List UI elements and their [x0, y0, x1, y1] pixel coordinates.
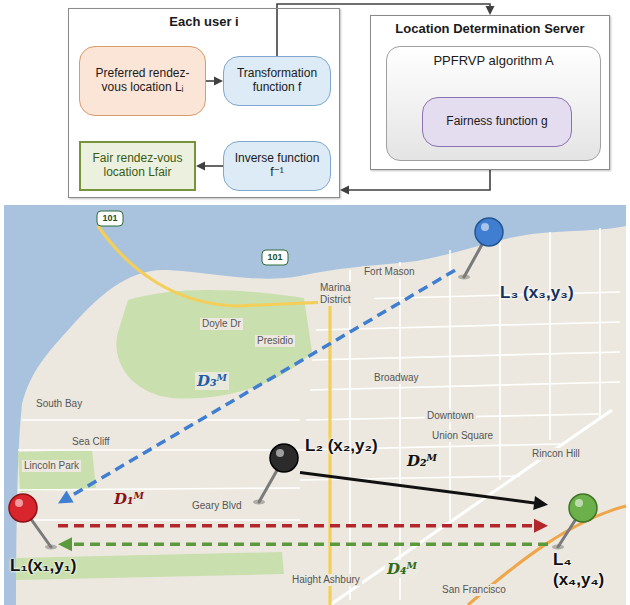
place-name: Geary Blvd — [190, 500, 243, 512]
map-pin: L₃ (x₃,y₃) — [455, 215, 505, 280]
park-area — [116, 290, 312, 399]
place-name: Presidio — [255, 335, 295, 347]
pin-highlight — [481, 223, 489, 231]
function-box: Inverse function f⁻¹ — [223, 141, 331, 191]
arrowhead — [58, 490, 74, 503]
panel-heading: Location Determination Server — [371, 16, 609, 37]
panel-heading: PPFRVP algorithm A — [387, 47, 600, 69]
flow-arrow — [196, 162, 223, 171]
function-box: Transformation function f — [223, 56, 331, 106]
place-name: Sea Cliff — [70, 436, 112, 448]
connector-line — [202, 165, 223, 167]
place-name: Marina District — [318, 282, 374, 306]
arrowhead — [486, 6, 495, 15]
location-box: Preferred rendez-vous location Lᵢ — [79, 46, 206, 116]
result-box: Fair rendez-vous location Lfair — [79, 141, 196, 191]
point-label: L₃ (x₃,y₃) — [500, 283, 610, 303]
distance-label: D₁ᴹ — [112, 490, 146, 508]
place-name: Fort Mason — [362, 266, 417, 278]
connector-line — [300, 473, 538, 504]
arrowhead — [196, 162, 205, 171]
pin-icon — [250, 440, 300, 505]
panel-heading: Each user i — [69, 9, 339, 30]
street-grid — [18, 228, 620, 600]
point-label: L₄ (x₄,y₄) — [553, 550, 625, 589]
route-shield — [262, 250, 288, 265]
highway — [98, 226, 330, 605]
place-name: Doyle Dr — [200, 318, 243, 330]
connector-line — [346, 170, 490, 190]
point-label: L₁(x₁,y₁) — [10, 556, 120, 576]
place-name: Rincon Hill — [530, 448, 582, 460]
box-label: Preferred rendez-vous location Lᵢ — [87, 67, 198, 95]
pin-icon — [8, 492, 58, 550]
place-name: South Bay — [34, 398, 84, 410]
connector-line — [66, 270, 455, 498]
box-label: Fairness function g — [430, 115, 564, 129]
pin-head — [569, 494, 597, 522]
distance-label: D₂ᴹ — [405, 452, 439, 470]
route-shield — [97, 211, 123, 226]
route-number: 101 — [97, 212, 123, 225]
map-pin: L₁(x₁,y₁) — [8, 492, 58, 550]
place-name: Union Square — [430, 430, 495, 442]
box-label: Transformation function f — [231, 67, 323, 95]
pin-highlight — [276, 449, 284, 457]
park-area — [18, 450, 96, 492]
pin-highlight — [15, 499, 23, 507]
connector-line — [58, 524, 538, 528]
distance-arrow — [58, 270, 455, 503]
connector-line — [68, 542, 548, 546]
arrowhead — [534, 519, 548, 533]
distance-label: D₃ᴹ — [195, 372, 229, 390]
place-name: Lincoln Park — [22, 460, 81, 472]
pin-highlight — [575, 499, 583, 507]
arrowhead — [533, 496, 548, 510]
arrowhead — [58, 537, 72, 551]
server-panel: Location Determination ServerPPFRVP algo… — [370, 15, 610, 170]
flow-arrow — [206, 77, 223, 86]
pin-icon — [455, 215, 505, 280]
map-pin: L₂ (x₂,y₂) — [250, 440, 300, 505]
distance-label: D₄ᴹ — [385, 560, 419, 578]
function-box: Fairness function g — [422, 97, 572, 147]
pin-head — [270, 444, 298, 472]
algorithm-box: PPFRVP algorithm A Fairness function g — [386, 46, 601, 161]
map-pin: L₄ (x₄,y₄) — [548, 492, 600, 550]
pin-head — [9, 494, 37, 522]
place-name: San Francisco — [440, 584, 508, 596]
distance-arrow — [58, 519, 548, 533]
point-label: L₂ (x₂,y₂) — [305, 436, 415, 456]
flow-arrow — [340, 170, 490, 195]
client-panel: Each user i Preferred rendez-vous locatio… — [68, 8, 340, 198]
place-name: Downtown — [425, 410, 476, 422]
bay-water — [4, 205, 626, 605]
box-label: Inverse function f⁻¹ — [231, 152, 323, 180]
pin-head — [475, 218, 503, 246]
place-name: Broadway — [372, 372, 420, 384]
map-land — [4, 205, 626, 605]
arrowhead — [340, 186, 349, 195]
box-label: Fair rendez-vous location Lfair — [88, 152, 187, 180]
arrowhead — [214, 77, 223, 86]
distance-arrow — [58, 537, 548, 551]
distance-arrow — [300, 473, 548, 510]
route-number: 101 — [262, 251, 288, 264]
place-name: Haight Ashbury — [290, 574, 362, 586]
pin-icon — [548, 492, 600, 550]
